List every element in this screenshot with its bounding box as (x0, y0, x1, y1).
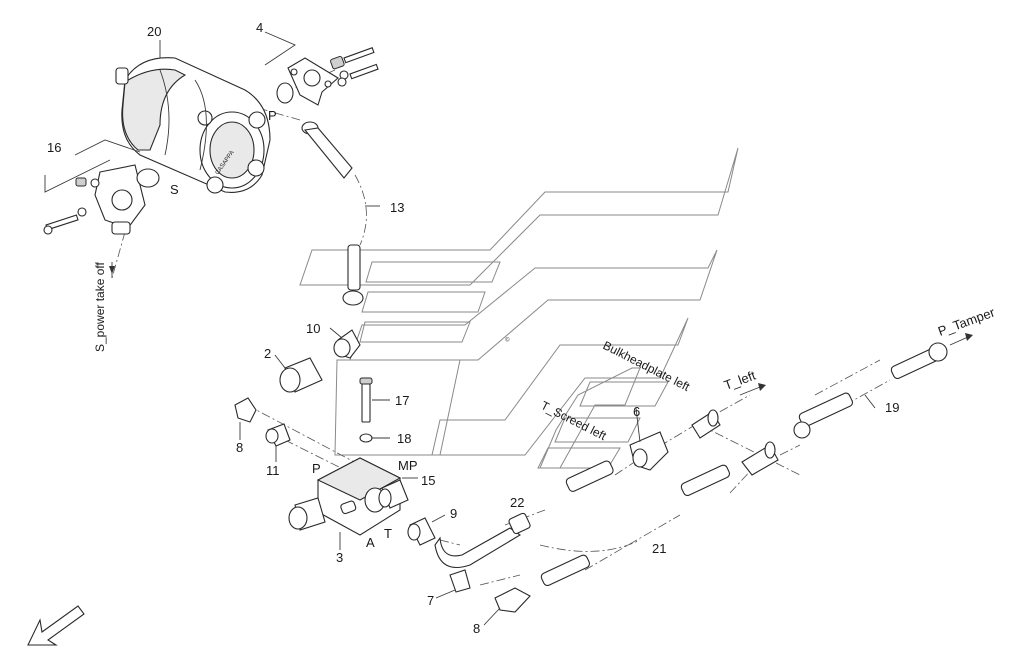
part-label-17: 17 (395, 393, 409, 408)
part-label-8-upper: 8 (236, 440, 243, 455)
part-label-21: 21 (652, 541, 666, 556)
gear-pump-20: CASAPPA (115, 57, 271, 194)
direction-arrow (27, 605, 85, 646)
tee-6 (629, 431, 669, 471)
port-label-t: T (384, 526, 392, 541)
port-label-p-pump: P (268, 108, 277, 123)
suction-flange-16 (43, 164, 160, 235)
part-label-20: 20 (147, 24, 161, 39)
flange-4 (276, 47, 379, 106)
part-label-7: 7 (427, 593, 434, 608)
port-label-p-valve: P (312, 461, 321, 476)
elbow-8-upper (234, 397, 257, 423)
port-label-mp: MP (398, 458, 418, 473)
assembly-lines (111, 69, 891, 586)
port-label-a: A (366, 535, 375, 550)
logo-mark: © (504, 336, 511, 344)
hose-19 (793, 342, 948, 439)
port-labels: P S P MP A T (170, 108, 418, 550)
part-label-15: 15 (421, 473, 435, 488)
washer-18 (359, 433, 373, 443)
fitting-15 (378, 479, 409, 509)
part-label-19: 19 (885, 400, 899, 415)
part-label-8-lower: 8 (473, 621, 480, 636)
part-label-11: 11 (266, 463, 280, 478)
part-label-16: 16 (47, 140, 61, 155)
hose-21 (540, 464, 731, 587)
part-label-9: 9 (450, 506, 457, 521)
valve-block-3 (288, 457, 402, 536)
part-label-10: 10 (306, 321, 320, 336)
part-label-18: 18 (397, 431, 411, 446)
bolt-17 (359, 377, 373, 423)
elbow-10 (333, 329, 361, 359)
port-label-s-pump: S (170, 182, 179, 197)
part-label-3: 3 (336, 550, 343, 565)
elbow-8-lower (494, 587, 531, 613)
bulkhead-fitting-upper (691, 409, 721, 439)
part-label-2: 2 (264, 346, 271, 361)
adapter-2 (279, 357, 323, 393)
bulkhead-fitting-lower (741, 441, 779, 476)
label-bulkhead-plate-left: Bulkheadplate left (601, 338, 693, 394)
part-label-6: 6 (633, 404, 640, 419)
fitting-7 (449, 569, 471, 593)
label-t-left: T_left (722, 367, 758, 392)
hose-13 (301, 121, 364, 306)
watermark-logo: © (299, 147, 739, 469)
fitting-11 (265, 423, 291, 447)
part-number-labels: 20 4 16 13 10 2 17 8 18 11 15 9 3 6 22 2… (47, 20, 899, 636)
fitting-9 (407, 517, 436, 546)
hose-22 (434, 460, 614, 569)
part-label-13: 13 (390, 200, 404, 215)
line-labels: S_power take off Bulkheadplate left T_Sc… (93, 261, 997, 443)
part-label-4: 4 (256, 20, 263, 35)
label-s-power-take-off: S_power take off (93, 261, 107, 352)
part-label-22: 22 (510, 495, 524, 510)
leader-lines (44, 31, 973, 626)
